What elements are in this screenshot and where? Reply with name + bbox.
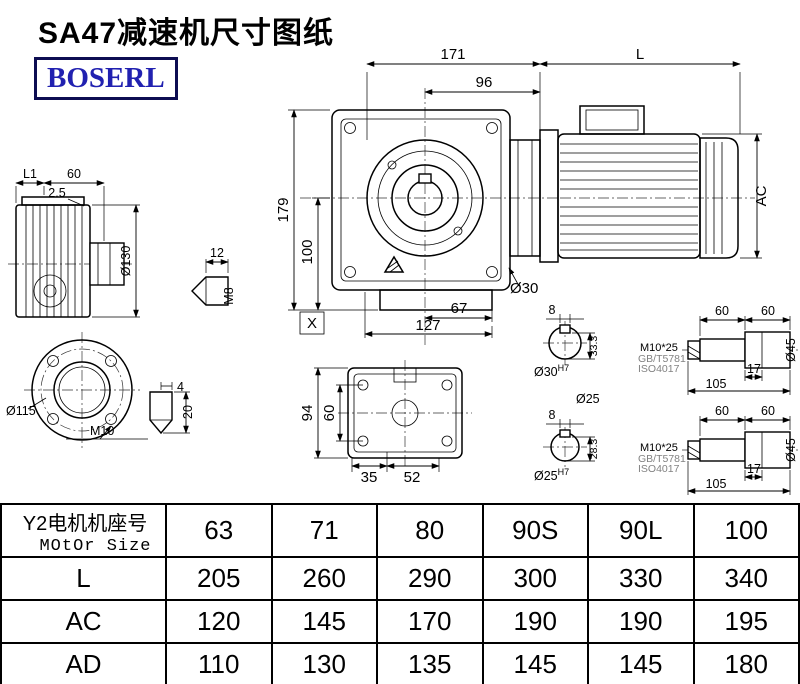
cell-L-2: 290 — [376, 556, 484, 601]
dim-94: 94 — [299, 405, 316, 422]
dim-2-5: 2.5 — [48, 186, 65, 200]
table-row-AD: AD 110 130 135 145 145 180 — [0, 642, 800, 684]
cell-AD-3: 145 — [481, 642, 589, 684]
row-label-AD: AD — [0, 642, 167, 684]
table-header-row: Y2电机机座号 MOtOr Size 63 71 80 90S 90L 100 — [0, 503, 800, 558]
dim-shaft2-bolt: M10*25 — [640, 442, 678, 454]
dim-sec2-8: 8 — [549, 408, 556, 422]
dim-171: 171 — [440, 46, 465, 63]
cell-AD-1: 130 — [270, 642, 378, 684]
dim-shaft2-17: 17 — [747, 462, 761, 476]
dim-shaft1-17: 17 — [747, 362, 761, 376]
key-detail-m10: 4 20 — [149, 380, 195, 435]
dim-shaft2-60b: 60 — [761, 404, 775, 418]
section-mark-x: X — [307, 315, 317, 332]
dim-shaft2-std1: GB/T5781 — [638, 453, 686, 465]
flange-view: Ø115 M10 — [6, 332, 148, 448]
cell-L-3: 300 — [481, 556, 589, 601]
motor-view: L AC — [539, 46, 770, 263]
dim-60-side: 60 — [67, 167, 81, 181]
dimension-table: Y2电机机座号 MOtOr Size 63 71 80 90S 90L 100 … — [0, 503, 800, 684]
dim-l1: L1 — [23, 167, 37, 181]
dim-shaft1-105: 105 — [706, 377, 727, 391]
dim-sec1-8: 8 — [549, 303, 556, 317]
dim-100: 100 — [299, 239, 316, 264]
dim-35: 35 — [361, 469, 378, 486]
dim-52: 52 — [404, 469, 421, 486]
dim-key2-4: 4 — [177, 380, 184, 394]
page-title: SA47减速机尺寸图纸 — [38, 17, 335, 50]
dim-shaft2-std2: ISO4017 — [638, 463, 680, 475]
dim-shaft1-std2: ISO4017 — [638, 363, 680, 375]
cell-AD-4: 145 — [587, 642, 695, 684]
cell-AC-3: 190 — [481, 599, 589, 644]
motor-size-header: Y2电机机座号 MOtOr Size — [0, 503, 167, 558]
dim-60-bottom: 60 — [321, 405, 338, 422]
motor-size-cn: Y2电机机座号 — [22, 513, 148, 535]
cell-AC-0: 120 — [165, 599, 273, 644]
dim-shaft1-std1: GB/T5781 — [638, 353, 686, 365]
dim-sec1-33-3: 33.3 — [588, 336, 600, 357]
row-label-L: L — [0, 556, 167, 601]
size-80: 80 — [376, 503, 484, 558]
cell-AC-2: 170 — [376, 599, 484, 644]
size-71: 71 — [270, 503, 378, 558]
dim-dia130: Ø130 — [119, 246, 133, 277]
cell-AC-5: 195 — [692, 599, 800, 644]
size-100: 100 — [692, 503, 800, 558]
dim-shaft2-105: 105 — [706, 477, 727, 491]
table-row-AC: AC 120 145 170 190 190 195 — [0, 599, 800, 644]
dim-dia25h7: Ø25H7 — [534, 467, 569, 483]
row-label-AC: AC — [0, 599, 167, 644]
dim-shaft1-dia45: Ø45 — [784, 338, 798, 362]
cell-AC-1: 145 — [270, 599, 378, 644]
dim-shaft1-60a: 60 — [715, 304, 729, 318]
shaft-section-25: Ø25 8 28.3 Ø25H7 — [534, 392, 600, 483]
cell-L-5: 340 — [692, 556, 800, 601]
dim-L: L — [636, 46, 644, 63]
dim-key2-20: 20 — [181, 405, 195, 419]
table-row-L: L 205 260 290 300 330 340 — [0, 556, 800, 601]
cell-AC-4: 190 — [587, 599, 695, 644]
dim-m8: M8 — [222, 287, 236, 304]
dim-key1-12: 12 — [210, 246, 224, 260]
dim-dia25-label: Ø25 — [576, 392, 600, 406]
shaft-end-view-2: 60 60 M10*25 GB/T5781 ISO4017 17 105 Ø45 — [638, 404, 798, 495]
cell-L-0: 205 — [165, 556, 273, 601]
size-90l: 90L — [587, 503, 695, 558]
dim-dia30: Ø30 — [510, 280, 538, 297]
dim-dia115: Ø115 — [6, 404, 36, 418]
dim-dia30h7: Ø30H7 — [534, 363, 569, 379]
dim-127: 127 — [415, 317, 440, 334]
technical-drawing: L1 60 2.5 Ø130 12 M8 Ø115 M10 — [6, 46, 798, 495]
cell-AD-5: 180 — [692, 642, 800, 684]
size-90s: 90S — [481, 503, 589, 558]
bottom-view: 94 60 35 52 — [299, 360, 472, 486]
front-view: 171 96 179 100 67 127 Ø30 X — [275, 46, 560, 345]
shaft-end-view-1: 60 60 M10*25 GB/T5781 ISO4017 17 105 Ø45 — [638, 304, 798, 395]
dim-96: 96 — [476, 74, 493, 91]
size-63: 63 — [165, 503, 273, 558]
side-view: L1 60 2.5 Ø130 — [8, 167, 140, 318]
shaft-section-30: 8 33.3 Ø30H7 — [534, 303, 600, 379]
key-detail-m8: 12 M8 — [191, 246, 236, 306]
dim-shaft1-60b: 60 — [761, 304, 775, 318]
dim-shaft2-60a: 60 — [715, 404, 729, 418]
cell-L-4: 330 — [587, 556, 695, 601]
motor-size-en: MOtOr Size — [39, 537, 152, 556]
dim-shaft1-bolt: M10*25 — [640, 342, 678, 354]
dim-67: 67 — [451, 300, 468, 317]
dim-shaft2-dia45: Ø45 — [784, 438, 798, 462]
cell-AD-0: 110 — [165, 642, 273, 684]
dim-AC: AC — [753, 185, 770, 206]
cell-AD-2: 135 — [376, 642, 484, 684]
dim-sec2-28-3: 28.3 — [588, 439, 600, 460]
cell-L-1: 260 — [270, 556, 378, 601]
dim-179: 179 — [275, 197, 292, 222]
brand-logo: BOSERL — [34, 57, 178, 100]
